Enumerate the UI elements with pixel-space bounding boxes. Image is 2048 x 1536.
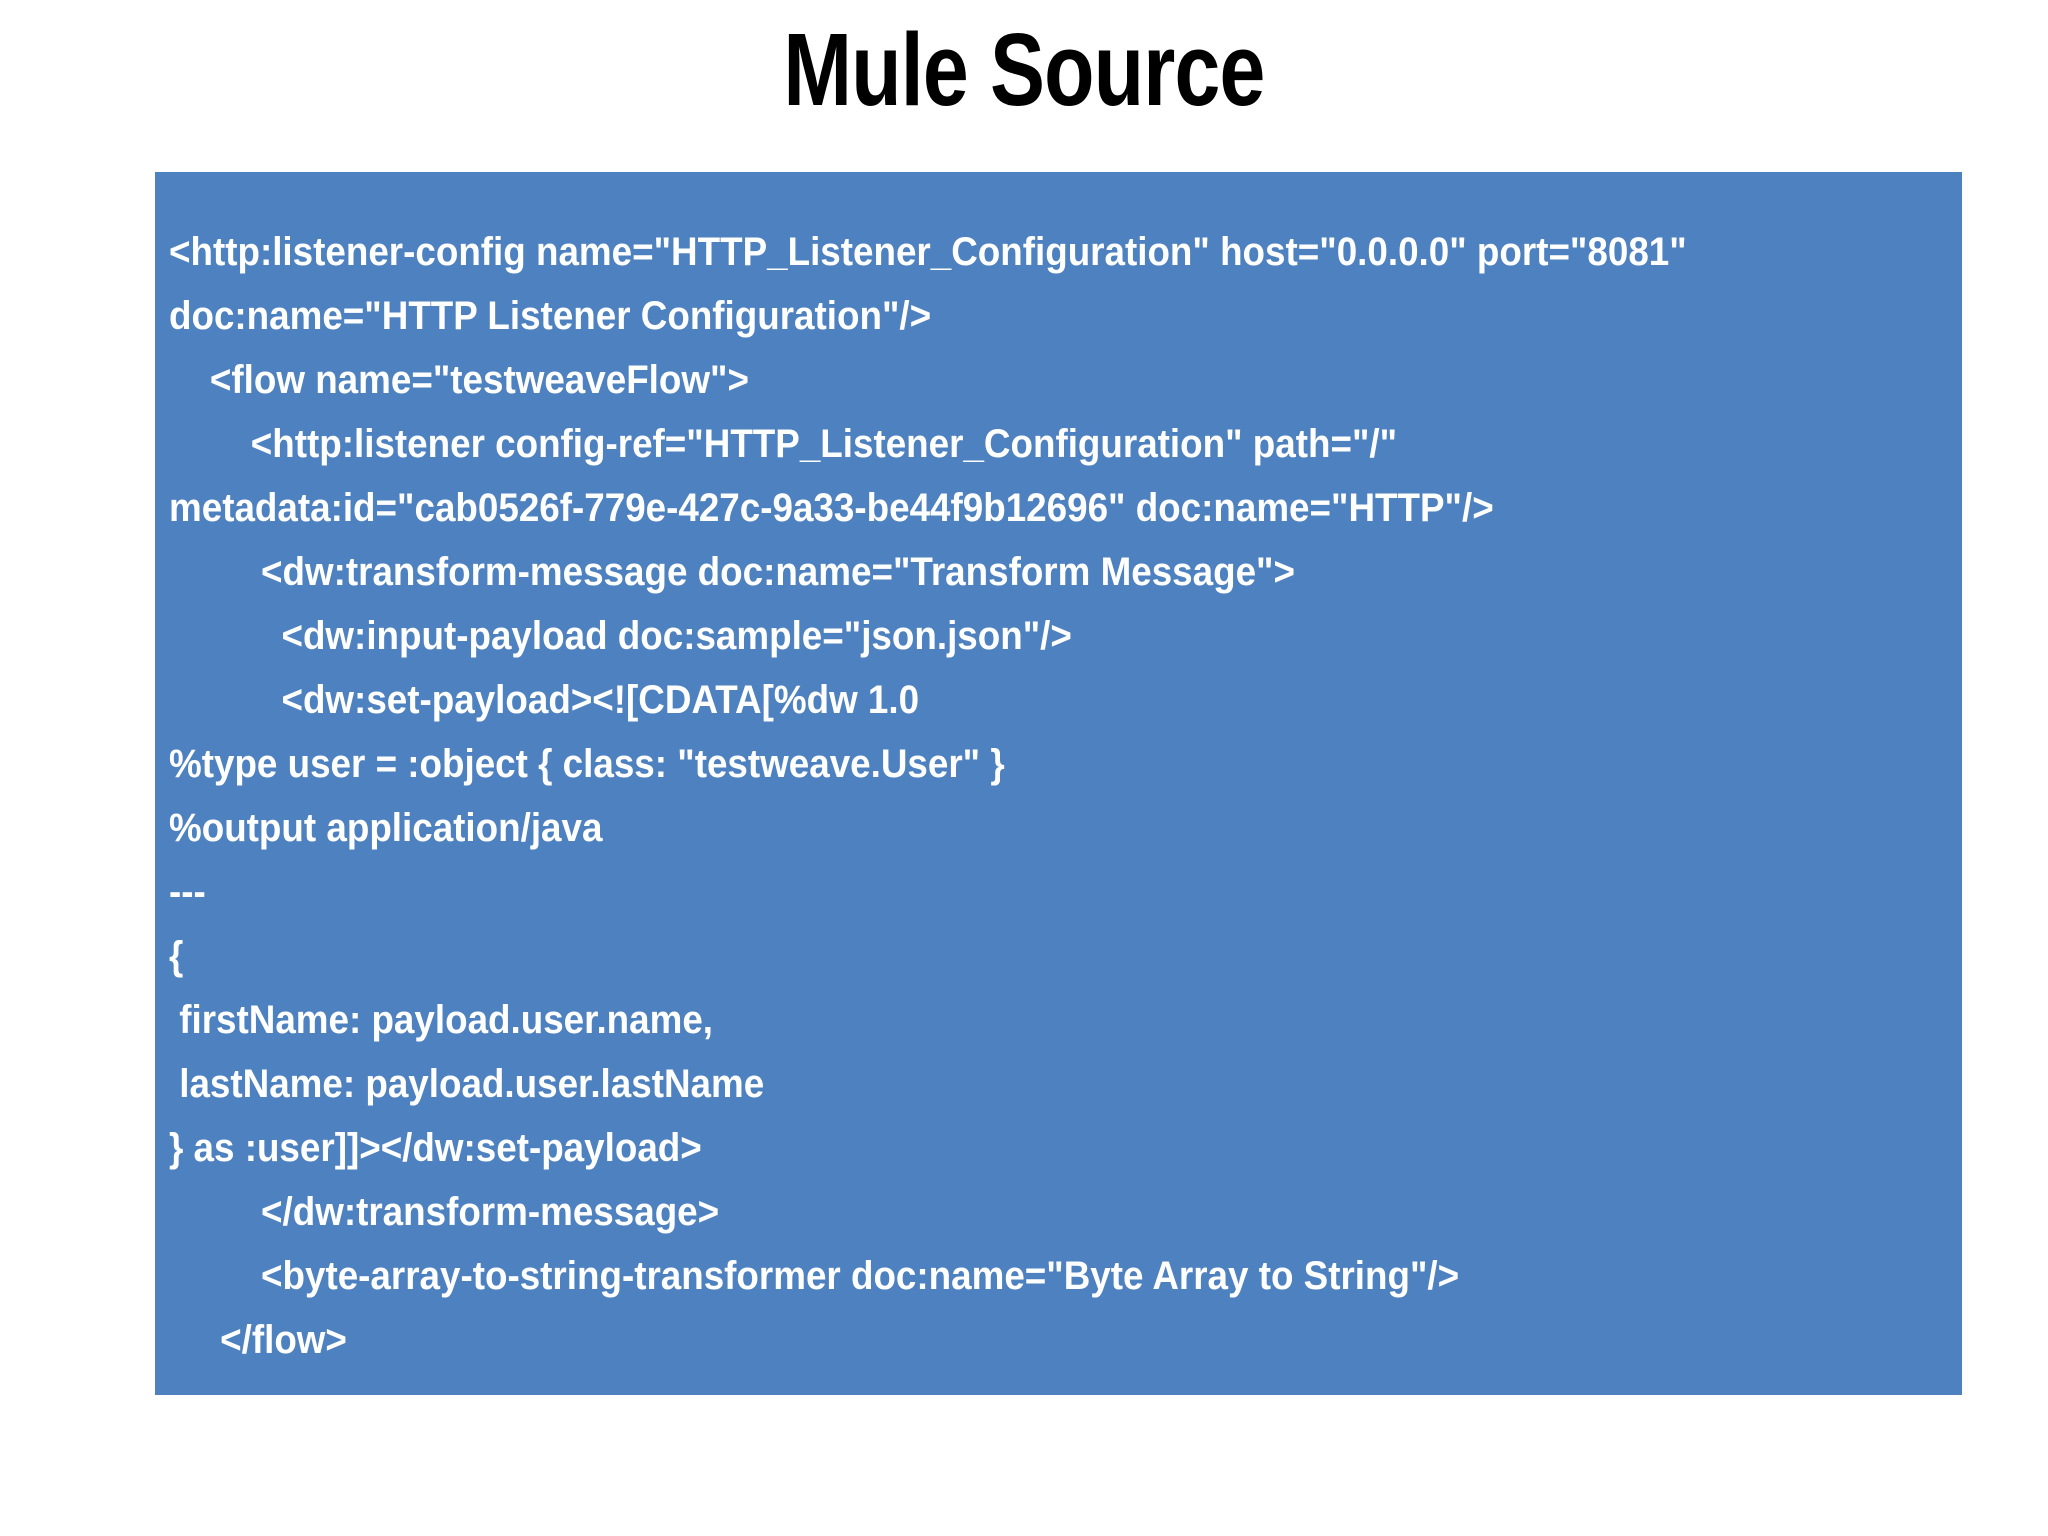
page-title: Mule Source <box>783 12 1265 127</box>
code-line: </flow> <box>169 1318 347 1362</box>
code-line: <http:listener config-ref="HTTP_Listener… <box>169 422 1398 466</box>
code-line: <byte-array-to-string-transformer doc:na… <box>169 1254 1460 1298</box>
code-line: <dw:transform-message doc:name="Transfor… <box>169 550 1295 594</box>
code-line: --- <box>169 870 206 914</box>
code-line: } as :user]]></dw:set-payload> <box>169 1126 702 1170</box>
code-line: </dw:transform-message> <box>169 1190 720 1234</box>
code-block: <http:listener-config name="HTTP_Listene… <box>169 220 1819 1372</box>
code-line: firstName: payload.user.name, <box>169 998 714 1042</box>
code-line: metadata:id="cab0526f-779e-427c-9a33-be4… <box>169 486 1494 530</box>
code-line: doc:name="HTTP Listener Configuration"/> <box>169 294 932 338</box>
code-line: <flow name="testweaveFlow"> <box>169 358 749 402</box>
code-line: <dw:input-payload doc:sample="json.json"… <box>169 614 1072 658</box>
code-line: { <box>169 934 184 978</box>
code-line: <http:listener-config name="HTTP_Listene… <box>169 230 1687 274</box>
code-line: lastName: payload.user.lastName <box>169 1062 765 1106</box>
code-line: %output application/java <box>169 806 603 850</box>
code-panel: <http:listener-config name="HTTP_Listene… <box>155 172 1962 1395</box>
code-line: %type user = :object { class: "testweave… <box>169 742 1005 786</box>
code-line: <dw:set-payload><![CDATA[%dw 1.0 <box>169 678 920 722</box>
